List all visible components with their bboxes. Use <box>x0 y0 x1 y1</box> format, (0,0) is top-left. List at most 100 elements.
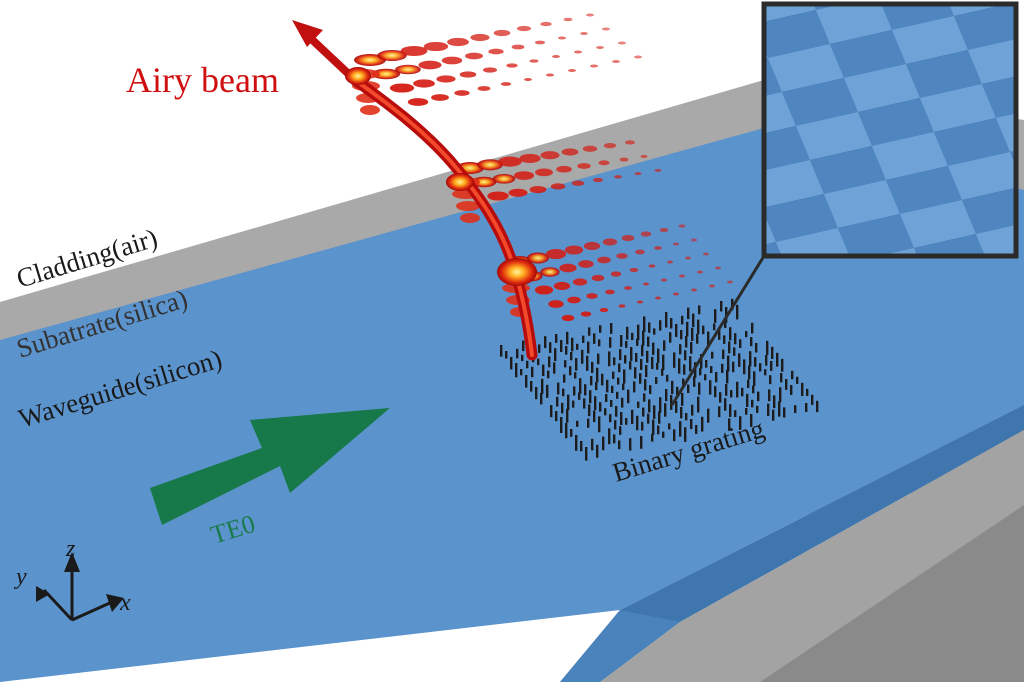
grating-bar <box>547 370 550 379</box>
grating-bar <box>546 384 549 398</box>
grating-step-top <box>881 4 954 30</box>
grating-bar <box>670 318 673 329</box>
grating-bar <box>648 399 651 413</box>
grating-step-top <box>914 234 986 256</box>
grating-step-top <box>920 84 996 132</box>
grating-bar <box>662 354 665 371</box>
grating-bar <box>680 330 683 340</box>
grating-bar <box>653 405 656 419</box>
field-lobe <box>703 252 709 256</box>
field-lobe <box>624 140 636 145</box>
grating-bar <box>652 342 655 355</box>
field-lobe <box>643 282 649 286</box>
grating-bar <box>791 370 794 380</box>
field-lobe <box>552 55 560 58</box>
grating-step-side <box>678 0 740 24</box>
grating-bar <box>653 328 656 335</box>
grating-bar <box>550 405 553 418</box>
grating-bar <box>726 369 729 384</box>
grating-bar <box>665 312 668 328</box>
grating-bar <box>685 336 688 348</box>
grating-step-top <box>872 132 948 180</box>
grating-step-top <box>602 0 678 18</box>
field-lobe <box>577 163 591 169</box>
grating-bar <box>640 436 643 449</box>
grating-bar <box>644 379 647 391</box>
field-lobe <box>603 142 617 149</box>
grating-bar <box>573 386 576 396</box>
grating-step-top <box>768 44 844 92</box>
grating-bar <box>566 331 569 345</box>
field-lobe <box>500 82 512 86</box>
grating-bar <box>587 418 590 428</box>
grating-bar <box>646 350 649 363</box>
grating-bar <box>718 406 721 418</box>
grating-bar <box>608 428 611 445</box>
grating-bar <box>625 341 628 348</box>
grating-bar <box>661 368 664 376</box>
grating-bar <box>651 356 654 370</box>
grating-bar <box>796 376 799 384</box>
field-lobe <box>407 98 429 106</box>
field-lobe <box>526 252 550 264</box>
grating-bar <box>690 419 693 430</box>
grating-bar <box>591 438 594 451</box>
grating-bar <box>608 351 611 367</box>
grating-bar <box>599 402 602 412</box>
field-lobe <box>640 231 652 237</box>
field-lobe <box>534 285 554 295</box>
grating-bar <box>690 342 693 354</box>
grating-bar <box>750 414 753 427</box>
grating-bar <box>617 377 620 385</box>
grating-bar <box>659 320 662 331</box>
field-lobe <box>655 296 661 300</box>
grating-bar <box>619 349 622 361</box>
grating-step-top <box>968 39 1016 84</box>
grating-bar <box>598 416 601 433</box>
waveguide-slab <box>0 128 1024 682</box>
field-lobe <box>624 286 632 290</box>
field-lobe <box>572 278 588 286</box>
grating-bar <box>557 382 560 395</box>
grating-bar <box>615 406 618 417</box>
grating-bar <box>771 346 774 359</box>
grating-bar <box>806 388 809 396</box>
grating-bar <box>620 335 623 347</box>
grating-bar <box>723 335 726 344</box>
field-lobe <box>640 154 648 158</box>
grating-bar <box>616 391 619 399</box>
grating-bar <box>698 382 701 395</box>
grating-bar <box>757 391 760 402</box>
field-lobe <box>561 314 575 322</box>
grating-bar <box>732 361 735 373</box>
grating-bar <box>612 371 615 379</box>
grating-step-top <box>816 4 892 44</box>
substrate-edge <box>600 430 1024 682</box>
grating-bar <box>593 333 596 344</box>
field-lobe <box>582 145 598 152</box>
field-lobe <box>586 13 594 17</box>
field-lobe <box>598 160 610 166</box>
grating-bar <box>767 403 770 417</box>
field-lobe <box>610 271 622 277</box>
field-lobe <box>506 63 518 68</box>
grating-bar <box>629 361 632 370</box>
grating-bar <box>510 357 513 370</box>
field-lobe <box>619 157 629 162</box>
axis-x-label: x <box>119 590 131 616</box>
field-lobe <box>635 249 645 255</box>
grating-bar <box>801 382 804 397</box>
grating-bar <box>579 378 582 394</box>
grating-bar <box>679 421 682 437</box>
grating-step-top <box>954 4 1016 50</box>
field-lobe <box>592 177 604 183</box>
field-lobe <box>553 281 571 291</box>
grating-bar <box>643 393 646 402</box>
grating-bar <box>560 417 563 433</box>
grating-bar <box>751 399 754 408</box>
field-lobe <box>685 256 691 260</box>
grating-bar <box>566 408 569 423</box>
grating-bar <box>736 381 739 398</box>
field-lobe <box>697 270 703 274</box>
